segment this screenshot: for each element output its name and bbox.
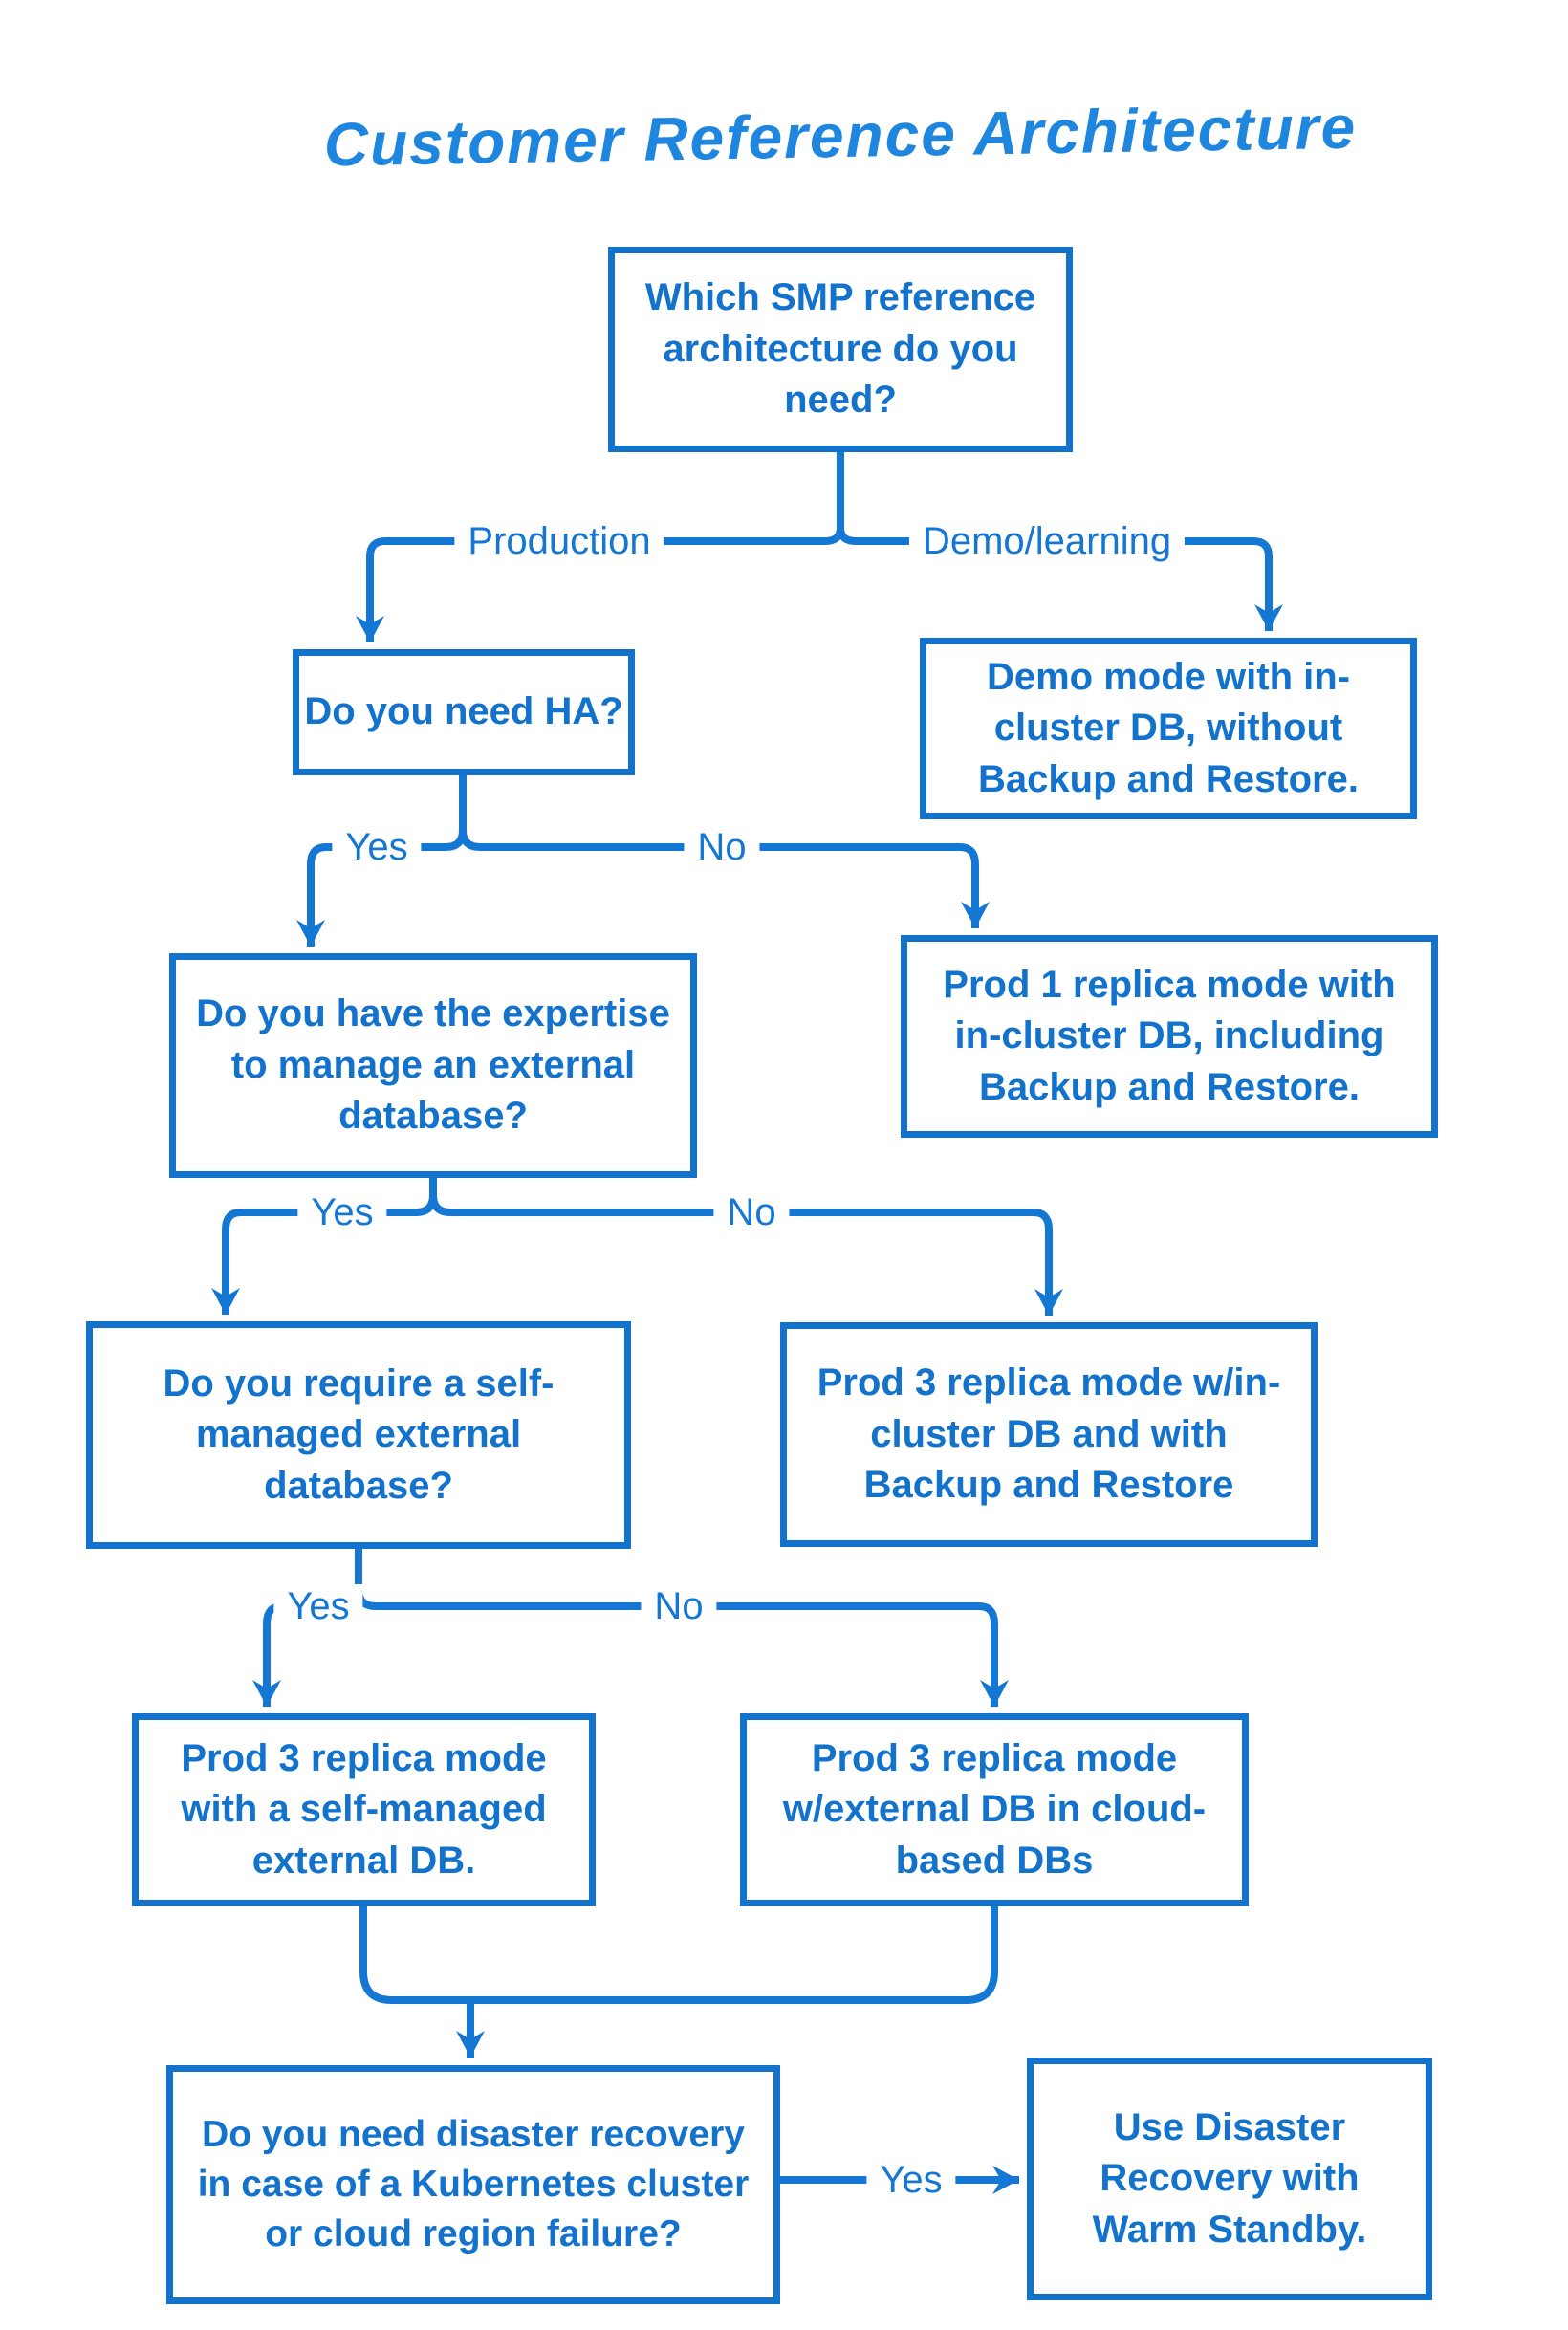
connector-q3-p3incluster (429, 1194, 1063, 1316)
node-demo: Demo mode with in- cluster DB, without B… (920, 638, 1417, 819)
node-q5: Do you need disaster recovery in case of… (166, 2065, 780, 2304)
edge-label-no-2: No (713, 1190, 790, 1234)
edge-label-yes-2: Yes (297, 1190, 387, 1234)
node-dr-text: Use Disaster Recovery with Warm Standby. (1092, 2105, 1367, 2251)
node-p3-incluster: Prod 3 replica mode w/in- cluster DB and… (780, 1322, 1318, 1547)
node-q2-text: Do you need HA? (304, 690, 623, 733)
edge-label-yes-3: Yes (273, 1584, 363, 1628)
connector-p3cloud-merge (470, 1906, 998, 2004)
node-prod1: Prod 1 replica mode with in-cluster DB, … (901, 935, 1438, 1138)
node-p3-cloud: Prod 3 replica mode w/external DB in clo… (740, 1713, 1249, 1906)
node-q3-text: Do you have the expertise to manage an e… (196, 992, 670, 1138)
edge-label-yes-1: Yes (332, 825, 422, 869)
node-prod1-text: Prod 1 replica mode with in-cluster DB, … (943, 963, 1396, 1108)
node-p3-selfmanaged-text: Prod 3 replica mode with a self-managed … (181, 1736, 547, 1882)
node-p3-incluster-text: Prod 3 replica mode w/in- cluster DB and… (817, 1361, 1281, 1507)
connector-p3selfmanaged-merge (359, 1906, 470, 2004)
node-q1-text: Which SMP reference architecture do you … (644, 276, 1036, 422)
node-p3-selfmanaged: Prod 3 replica mode with a self-managed … (132, 1713, 596, 1906)
node-q5-text: Do you need disaster recovery in case of… (197, 2113, 750, 2255)
node-q3: Do you have the expertise to manage an e… (169, 953, 697, 1178)
node-q1: Which SMP reference architecture do you … (608, 247, 1073, 452)
edge-label-no-3: No (641, 1584, 717, 1628)
node-dr: Use Disaster Recovery with Warm Standby. (1027, 2058, 1432, 2300)
edge-label-demo-learning: Demo/learning (908, 519, 1186, 563)
edge-label-yes-4: Yes (866, 2158, 956, 2202)
node-q2: Do you need HA? (293, 649, 635, 775)
connector-q1-demo (837, 527, 1283, 631)
edge-label-production: Production (454, 519, 664, 563)
node-demo-text: Demo mode with in- cluster DB, without B… (978, 655, 1359, 800)
node-q4: Do you require a self- managed external … (86, 1321, 631, 1549)
edge-label-no-1: No (684, 825, 760, 869)
node-p3-cloud-text: Prod 3 replica mode w/external DB in clo… (782, 1736, 1207, 1882)
connector-q2-prod1 (459, 829, 990, 928)
node-q4-text: Do you require a self- managed external … (163, 1361, 555, 1507)
